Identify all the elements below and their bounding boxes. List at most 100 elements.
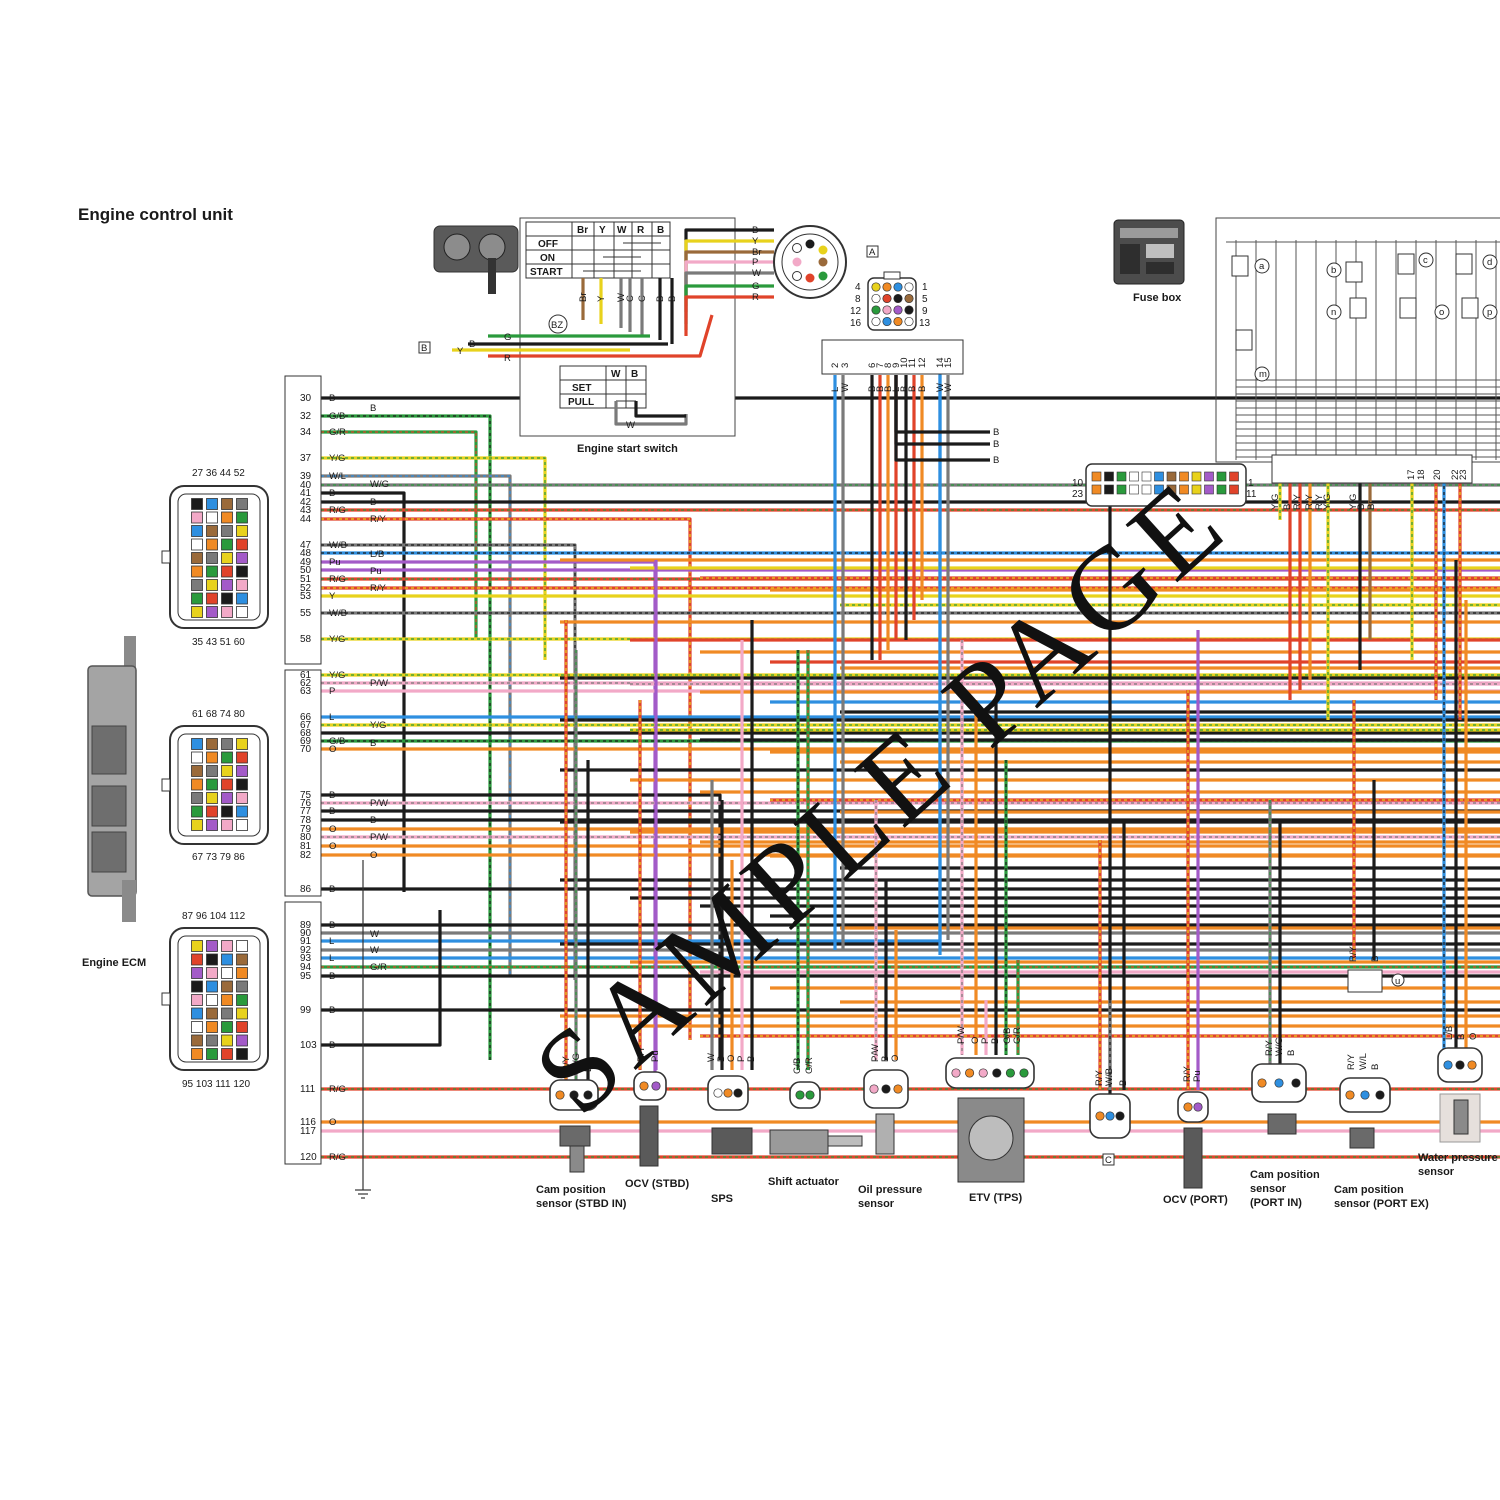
ocv-port-connector-shell (1177, 1091, 1209, 1123)
c16-pin (904, 282, 914, 292)
hood-pin (1104, 484, 1114, 495)
ecm-wire-label-70: O (329, 744, 336, 755)
hood-pin (1129, 471, 1139, 482)
junction-pin-12: 12 (917, 357, 928, 368)
switch-bottom-label-1: Y (596, 295, 607, 302)
switch-row-off: OFF (538, 239, 558, 250)
connector-face-3-pin (236, 940, 248, 952)
c16-pin (893, 282, 903, 292)
ecm-pin-82: 82 (300, 850, 312, 861)
h-1: 1 (1248, 478, 1254, 489)
water-connector-pin (1467, 1060, 1477, 1070)
ecm-wire-label-79: O (329, 824, 336, 835)
h-10: 10 (1072, 478, 1084, 489)
connector-face-1-pin (206, 552, 218, 564)
c16-pin (871, 293, 881, 304)
connector-face-3-pin (191, 980, 203, 993)
ecm-wire-label-99: B (329, 1005, 335, 1016)
connector-face-3-pin (206, 994, 218, 1006)
ecm-pin-48: 48 (300, 548, 312, 559)
etv-caption: ETV (TPS) (969, 1192, 1023, 1204)
mid-label-15: W (370, 945, 379, 956)
connector-face-3-pin (236, 953, 248, 966)
switch-wire-label-3: P (752, 257, 758, 268)
fuse-circle-m (1254, 366, 1270, 382)
ocv-port-caption: OCV (PORT) (1163, 1194, 1228, 1206)
connector-face-2-pin (236, 738, 248, 750)
connector-face-3-pin (191, 1048, 203, 1060)
hood-pin (1141, 484, 1152, 495)
switch-bottom-label-0: Br (578, 293, 589, 303)
connector-face-3-pin (206, 1034, 218, 1047)
cam-stbd-connector-pin (569, 1090, 579, 1100)
connector-face-1-pin (236, 498, 248, 510)
c-conn-wire-1: W/B (1104, 1068, 1115, 1086)
fuse-relay-5 (1399, 297, 1417, 319)
mid-label-6: R/Y (370, 583, 387, 594)
ecm-wire-label-120: R/G (329, 1152, 346, 1163)
cam-port-in-connector-pin (1291, 1078, 1301, 1088)
junction-color-14: W (935, 383, 946, 392)
connector-face-1-pin (206, 565, 218, 578)
connector-face-2-pin (191, 778, 203, 791)
junction-color-7: B (875, 386, 886, 392)
cam-stbd-caption-2: sensor (STBD IN) (536, 1198, 627, 1210)
h-23: 23 (1072, 489, 1084, 500)
ecm-pin-32: 32 (300, 411, 312, 422)
u-wire-1: B (1370, 956, 1381, 962)
shift-connector-shell (789, 1081, 821, 1109)
ecm-pin-39: 39 (300, 471, 312, 482)
mid-label-5: Pu (370, 566, 382, 577)
connector-face-1-pin (236, 525, 248, 537)
j-5: 5 (922, 294, 928, 305)
cam-port-in-wire-0: R/Y (1264, 1040, 1275, 1057)
connector-face-2-pin (221, 738, 233, 750)
ecm-connector-faces (161, 485, 269, 1071)
fuse-circle-label-a: a (1259, 261, 1265, 272)
fuse-pin-22: 22 (1450, 469, 1461, 480)
ecm-pin-70: 70 (300, 744, 312, 755)
connector-face-3-pin (206, 953, 218, 966)
cam-stbd-wire-0: R/Y (561, 1056, 572, 1073)
shift-wire-0: G/B (792, 1058, 803, 1074)
connector-face-2-pin (206, 751, 218, 764)
ecm-pin-61: 61 (300, 670, 312, 681)
ecm-pin-120: 120 (300, 1152, 317, 1163)
connector-face-1-pin (236, 538, 248, 551)
connector-face-3-pin (206, 1048, 218, 1060)
engine-ecm-caption: Engine ECM (82, 957, 146, 969)
cam-port-in-caption-2: sensor (1250, 1183, 1287, 1195)
junction-pin-7: 7 (875, 363, 886, 368)
wire-41 (321, 491, 406, 892)
etv-wire-5: G/R (1012, 1027, 1023, 1044)
hood-pin (1104, 471, 1114, 482)
ocv-stbd-body (639, 1105, 659, 1167)
connector-face-1-pin (236, 511, 248, 524)
connector-face-1-pin (221, 606, 233, 618)
fuse-circle-p (1482, 304, 1498, 320)
junction-pin-15: 15 (943, 357, 954, 368)
ecm-wire-label-91: L (329, 936, 334, 947)
wire-44-stripe (321, 518, 691, 1040)
mid-label-13: O (370, 850, 377, 861)
connector-face-3-pin (206, 980, 218, 993)
ecm-pin-strip (284, 375, 322, 1165)
connector-face-2-latch (161, 778, 171, 792)
hood-pin (1191, 484, 1202, 495)
connector-face-2-pin (221, 805, 233, 818)
switch-left-y: Y (457, 346, 464, 357)
mid-label-1: W/G (370, 479, 389, 490)
switch-left-r: R (504, 353, 511, 364)
sps-wire-0: W (706, 1053, 717, 1062)
ecm-pin-78: 78 (300, 815, 312, 826)
connector-face-1-pin (191, 538, 203, 551)
etv-connector-pin (978, 1068, 988, 1078)
switch-col-br: Br (577, 225, 588, 236)
ecm-wire-label-61: Y/G (329, 670, 345, 681)
ecm-wire-label-39: W/L (329, 471, 346, 482)
connector-face-1-pin (206, 592, 218, 605)
ecm-wire-label-81: O (329, 841, 336, 852)
water-wire-1: B (1456, 1034, 1467, 1040)
ecm-pin-93: 93 (300, 953, 312, 964)
